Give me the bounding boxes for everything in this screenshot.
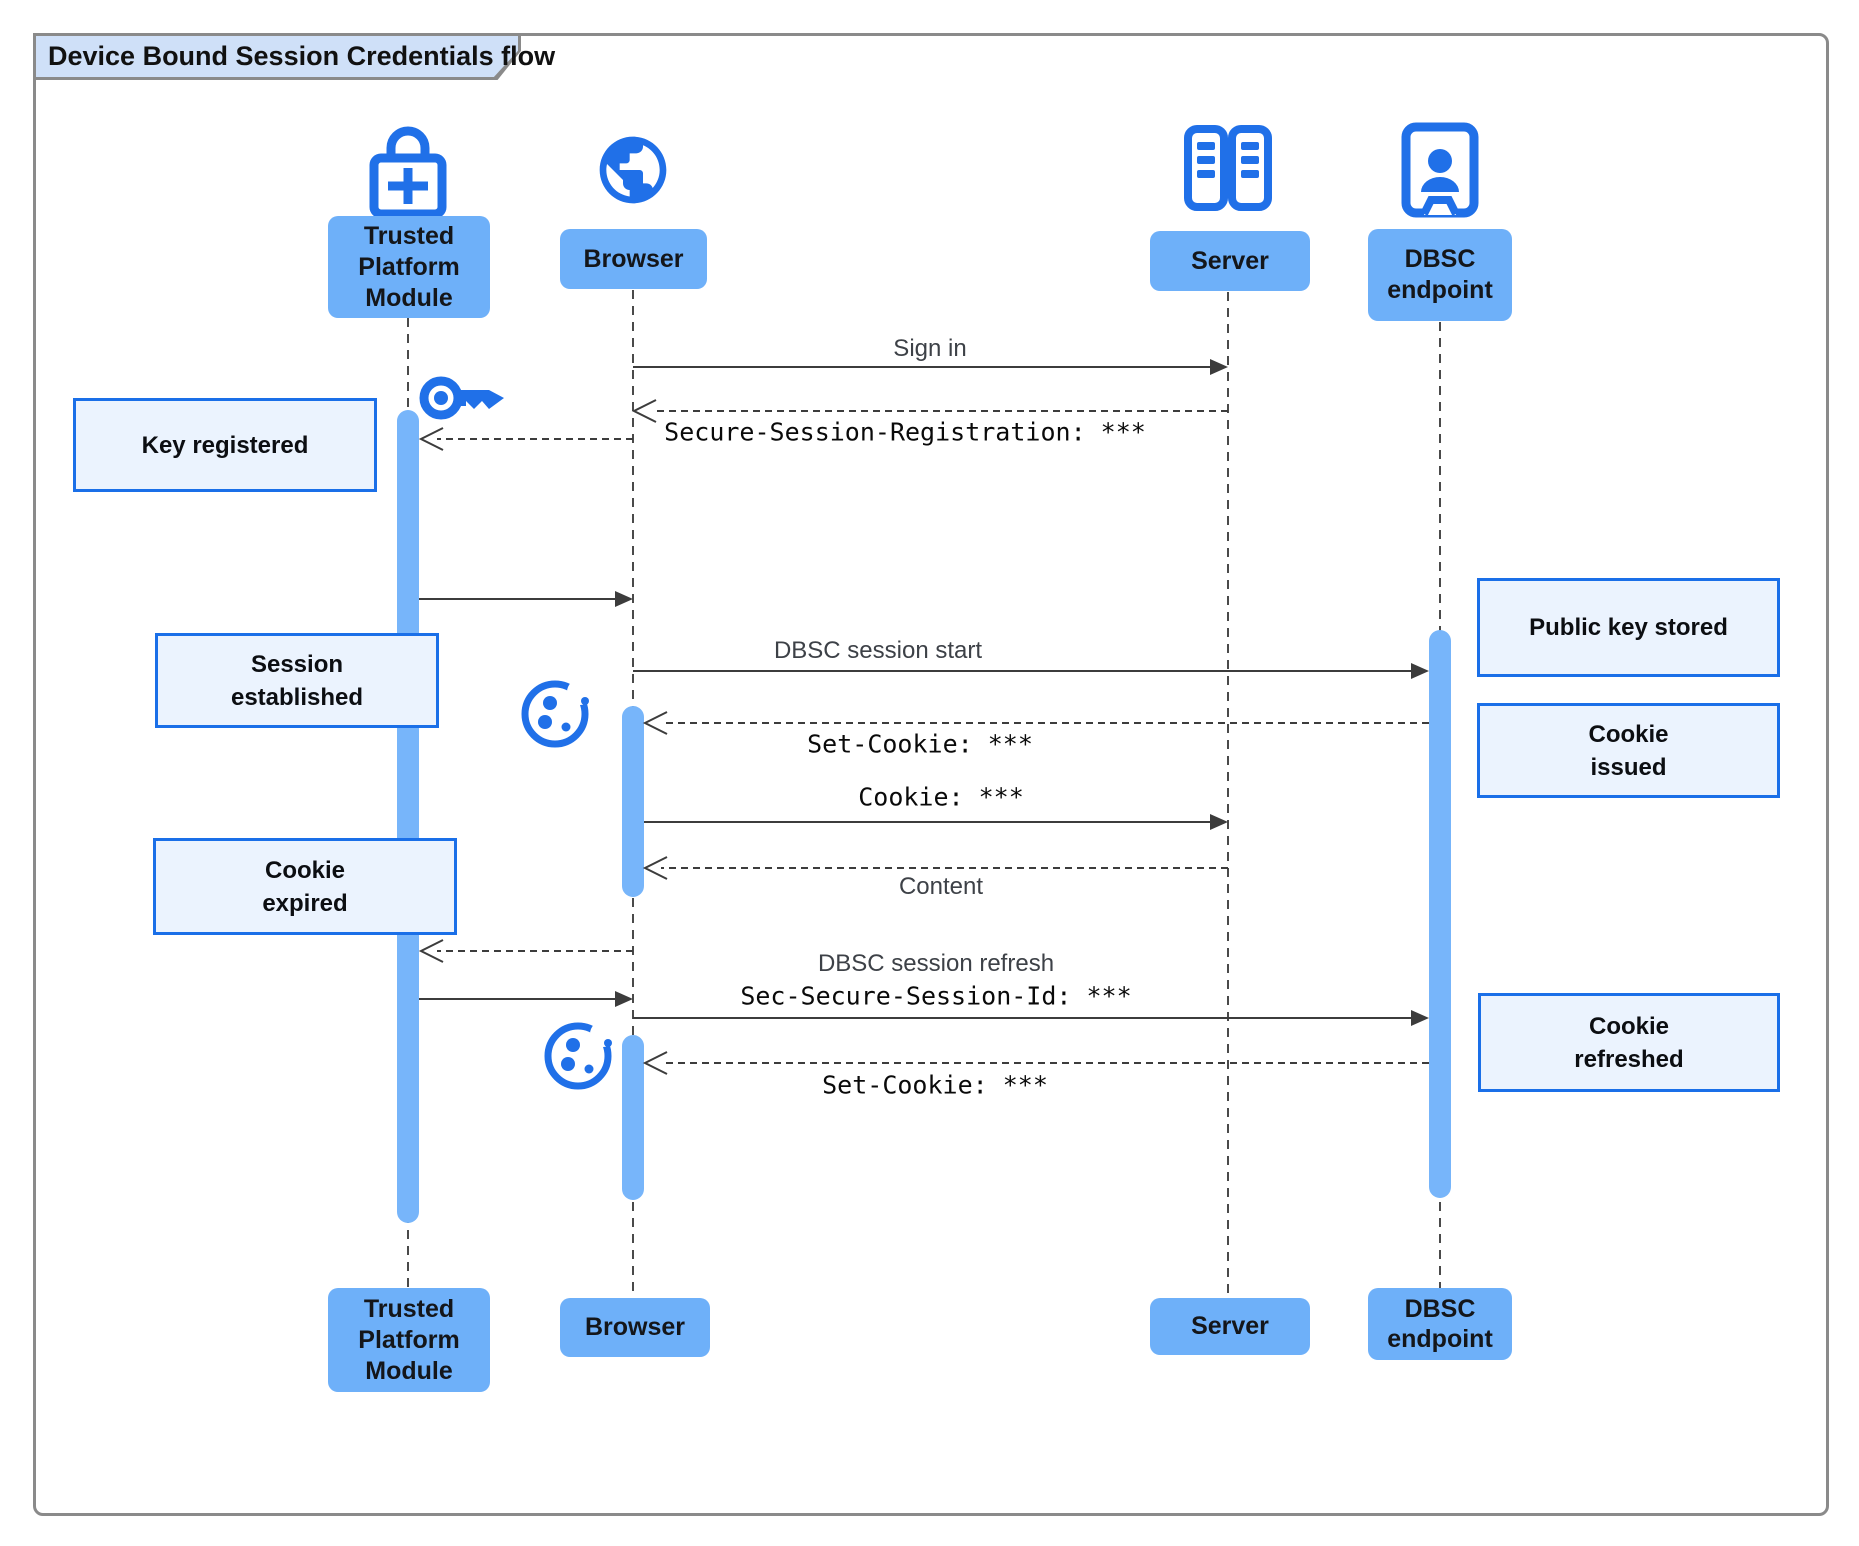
arrowhead-set-cookie-1 <box>642 711 668 735</box>
arrowhead-tpm-browser-2 <box>615 991 633 1007</box>
label-set-cookie-1: Set-Cookie: *** <box>807 729 1033 759</box>
arrowhead-set-cookie-2 <box>642 1051 668 1075</box>
note-cookie-issued: Cookie issued <box>1477 703 1780 798</box>
message-arrows <box>419 366 1429 1064</box>
participant-dbsc-bottom: DBSC endpoint <box>1368 1288 1512 1360</box>
label-dbsc-session-start: DBSC session start <box>773 637 983 664</box>
note-key-registered: Key registered <box>73 398 377 492</box>
activation-tpm <box>397 410 419 1223</box>
arrowhead-session-refresh <box>1411 1010 1429 1026</box>
label-sign-in: Sign in <box>893 335 967 362</box>
participant-server-bottom: Server <box>1150 1298 1310 1355</box>
label-content: Content <box>898 873 984 900</box>
participant-tpm-top: Trusted Platform Module <box>328 216 490 318</box>
globe-icon <box>599 136 667 204</box>
activation-bars <box>397 410 1451 1223</box>
note-session-established: Session established <box>155 633 439 728</box>
title-tab <box>36 36 518 77</box>
open-arrowheads <box>418 399 668 1075</box>
note-public-key-stored: Public key stored <box>1477 578 1780 677</box>
arrowhead-session-start <box>1411 663 1429 679</box>
note-cookie-refreshed: Cookie refreshed <box>1478 993 1780 1092</box>
activation-browser-1 <box>622 706 644 897</box>
lock-plus-icon <box>369 126 447 219</box>
key-icon <box>419 376 504 420</box>
cookie-icon <box>521 679 593 748</box>
participant-dbsc-top: DBSC endpoint <box>1368 229 1512 321</box>
label-dbsc-session-refresh: DBSC session refresh <box>817 950 1055 977</box>
arrowhead-to-tpm-1 <box>418 427 444 451</box>
note-cookie-expired: Cookie expired <box>153 838 457 935</box>
person-badge-icon <box>1401 122 1479 218</box>
participant-browser-bottom: Browser <box>560 1298 710 1357</box>
arrowhead-registration <box>631 399 657 423</box>
arrowhead-sign-in <box>1210 359 1228 375</box>
cookie-icon <box>544 1021 616 1090</box>
arrowhead-cookie <box>1210 814 1228 830</box>
label-set-cookie-2: Set-Cookie: *** <box>822 1070 1048 1100</box>
participant-server-top: Server <box>1150 231 1310 291</box>
label-sec-secure-session-id: Sec-Secure-Session-Id: *** <box>740 981 1132 1011</box>
participant-tpm-bottom: Trusted Platform Module <box>328 1288 490 1392</box>
label-cookie: Cookie: *** <box>858 782 1024 812</box>
solid-arrowheads <box>615 359 1429 1026</box>
diagram-title: Device Bound Session Credentials flow <box>48 41 556 71</box>
arrowhead-content <box>642 856 668 880</box>
participant-browser-top: Browser <box>560 229 707 289</box>
server-rack-icon <box>1184 125 1272 211</box>
label-secure-session-registration: Secure-Session-Registration: *** <box>664 417 1146 447</box>
activation-browser-2 <box>622 1035 644 1200</box>
activation-dbsc <box>1429 630 1451 1198</box>
diagram-frame <box>33 33 1829 1516</box>
arrowhead-tpm-browser-1 <box>615 591 633 607</box>
arrowhead-to-tpm-2 <box>418 939 444 963</box>
